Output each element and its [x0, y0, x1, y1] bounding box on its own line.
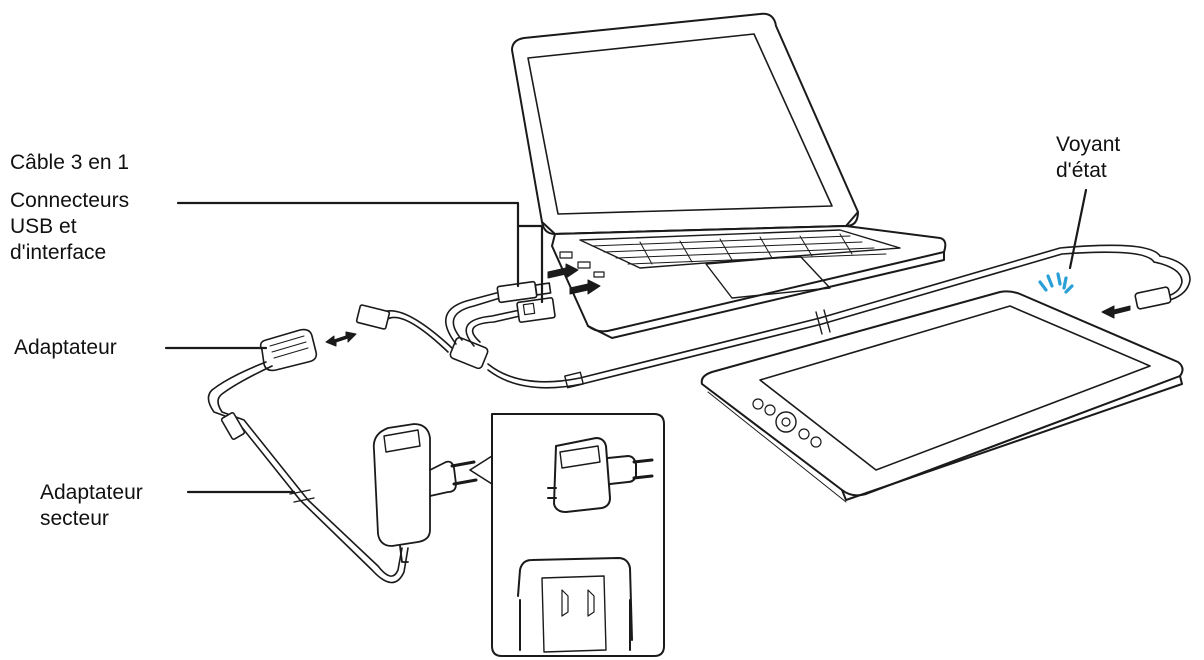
power-adapter-label: Adaptateur secteur	[40, 480, 143, 532]
connectors-label-line-1: Connecteurs	[10, 189, 130, 212]
status-led-icon	[1038, 272, 1074, 294]
connectors-leader-line	[176, 201, 520, 288]
connectors-label-line-2: USB et	[10, 215, 77, 238]
connectors-label: Connecteurs USB et d'interface	[10, 188, 129, 266]
cable-3in1-label: Câble 3 en 1	[10, 151, 130, 174]
power-adapter-label-line-1: Adaptateur	[40, 481, 143, 504]
status-led-label: Voyant d'état	[1056, 132, 1120, 184]
status-led-label-line-2: d'état	[1056, 159, 1107, 182]
cables	[207, 244, 1191, 584]
leader-lines	[164, 188, 1088, 494]
power-adapter-illustration	[372, 423, 478, 563]
plug-change-inset	[469, 413, 665, 657]
adapter-label: Adaptateur	[14, 336, 117, 359]
tablet-illustration	[700, 290, 1184, 503]
power-adapter-label-line-2: secteur	[40, 507, 109, 530]
laptop-illustration	[511, 12, 947, 339]
connectors-label-line-3: d'interface	[10, 241, 107, 264]
status-led-label-line-1: Voyant	[1056, 133, 1121, 156]
connectors-leader-branch	[516, 224, 544, 304]
status-led-leader-line	[1068, 188, 1088, 270]
